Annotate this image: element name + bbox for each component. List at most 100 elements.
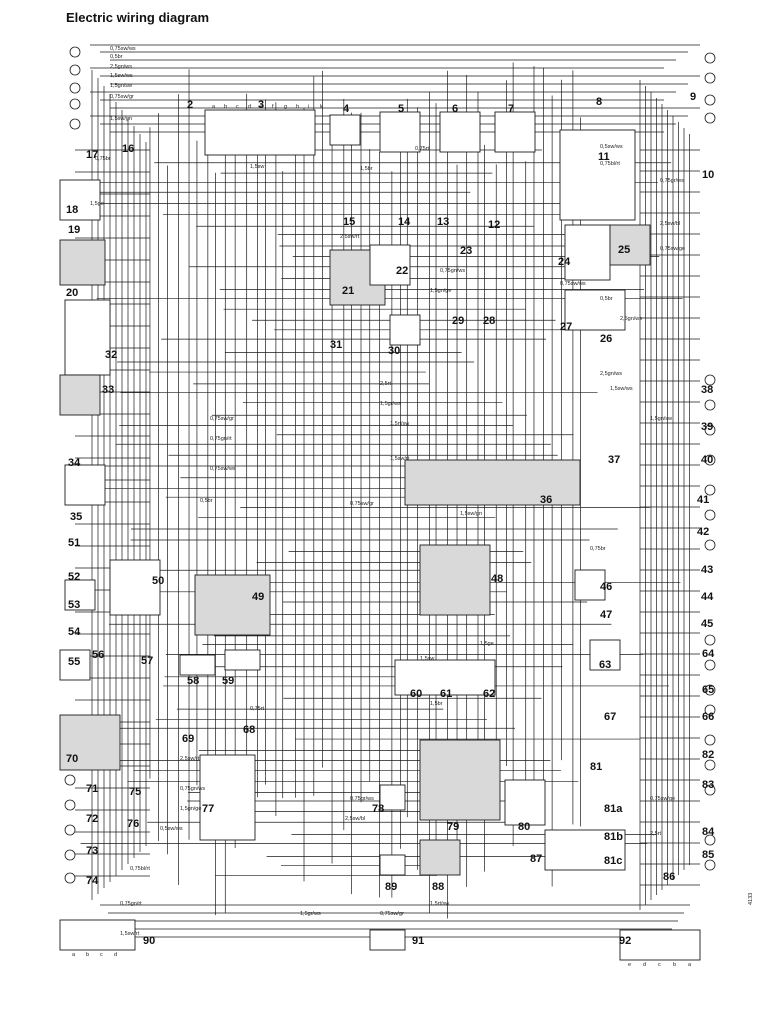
component-number: 37 [608, 454, 620, 466]
component-number: 84 [702, 826, 715, 838]
component-box [329, 114, 361, 146]
wire-label: 0,75bl/rt [600, 161, 620, 167]
wire-label: 1,5gr/ws [300, 911, 321, 917]
component-number: 89 [385, 881, 397, 893]
component-number: 9 [690, 91, 696, 103]
component-number: 59 [222, 675, 234, 687]
wire-label: 0,5sw/ws [160, 826, 183, 832]
component-number: 42 [697, 526, 709, 538]
component-box [204, 109, 316, 156]
wire-label: 1,5sw [250, 164, 264, 170]
connector-letter: g [284, 104, 287, 110]
component-number: 67 [604, 711, 616, 723]
component-number: 83 [702, 779, 714, 791]
connector-letter: b [224, 104, 227, 110]
connector-letter: e [260, 104, 263, 110]
lamp-symbol [704, 454, 716, 466]
component-number: 41 [697, 494, 709, 506]
side-code: 4133 [748, 893, 754, 905]
component-box [109, 559, 161, 616]
component-number: 58 [187, 675, 199, 687]
wire-label: 0,75br [590, 546, 606, 552]
component-number: 13 [437, 216, 449, 228]
component-number: 30 [388, 345, 400, 357]
component-box [379, 854, 406, 876]
component-box [199, 754, 256, 841]
wire-label: 1,5gr/ws [380, 401, 401, 407]
component-number: 49 [252, 591, 264, 603]
component-number: 68 [243, 724, 255, 736]
lamp-symbol [704, 684, 716, 696]
component-number: 40 [701, 454, 713, 466]
component-number: 29 [452, 315, 464, 327]
component-number: 27 [560, 321, 572, 333]
wire-label: 1,5sw [420, 656, 434, 662]
wire-label: 0,75bl/rt [130, 866, 150, 872]
component-number: 79 [447, 821, 459, 833]
lamp-symbol [704, 734, 716, 746]
wire-label: 0,75gn/rt [210, 436, 232, 442]
component-number: 32 [105, 349, 117, 361]
wire-label: 0,75sw/gr [110, 94, 134, 100]
wire-label: 1,5sw/gn [110, 116, 132, 122]
wire-label: 0,75gr/ws [350, 796, 374, 802]
component-number: 91 [412, 935, 424, 947]
component-number: 76 [127, 818, 139, 830]
component-number: 19 [68, 224, 80, 236]
lamp-symbol [704, 94, 716, 106]
component-box [59, 179, 101, 221]
component-box [379, 111, 421, 153]
wire-label: 1,5sw/rt [390, 456, 410, 462]
component-number: 14 [398, 216, 411, 228]
wire-label: 0,5sw/ws [600, 144, 623, 150]
component-box [589, 639, 621, 671]
component-number: 44 [701, 591, 714, 603]
component-number: 90 [143, 935, 155, 947]
wire-label: 1,5br [360, 166, 373, 172]
component-number: 15 [343, 216, 355, 228]
component-number: 57 [141, 655, 153, 667]
wire-label: 0,75gn/ws [180, 786, 205, 792]
wire-label: 1,5gn/sw [110, 83, 132, 89]
component-box [419, 839, 461, 876]
lamp-symbol [704, 484, 716, 496]
wire-label: 0,75sw/ws [560, 281, 586, 287]
plug-pin-label: e [628, 962, 631, 968]
component-number: 50 [152, 575, 164, 587]
wire-label: 0,75gn/rt [120, 901, 142, 907]
component-number: 26 [600, 333, 612, 345]
lamp-symbol [69, 82, 81, 94]
component-number: 82 [702, 749, 714, 761]
wire-label: 0,75br [95, 156, 111, 162]
connector-letter: c [236, 104, 239, 110]
plug-pin-label: c [100, 952, 103, 958]
component-blocks [59, 46, 716, 961]
wire-label: 1,5ge [480, 641, 494, 647]
component-box [564, 289, 626, 331]
component-box [224, 649, 261, 671]
wire-label: 2,5sw/bl [660, 221, 680, 227]
component-number: 48 [491, 573, 503, 585]
page-title: Electric wiring diagram [66, 10, 210, 25]
component-number: 85 [702, 849, 714, 861]
component-number: 28 [483, 315, 495, 327]
lamp-symbol [64, 774, 76, 786]
wire-label: 0,75sw/gr [350, 501, 374, 507]
lamp-symbol [69, 118, 81, 130]
component-number: 36 [540, 494, 552, 506]
component-box [59, 919, 136, 951]
component-box [439, 111, 481, 153]
component-number: 4 [343, 103, 350, 115]
component-box [64, 299, 111, 376]
component-number: 64 [702, 648, 715, 660]
wire-label: 1,5gn/sw [650, 416, 672, 422]
lamp-symbol [64, 872, 76, 884]
lamp-symbol [704, 424, 716, 436]
wire-label: 2,5sw/rt [340, 234, 360, 240]
lamp-symbol [64, 799, 76, 811]
component-number: 11 [598, 151, 610, 163]
plug-pin-label: c [658, 962, 661, 968]
wire-label: 1,5rt/sw [430, 901, 449, 907]
wire-label: 0,75sw/ws [110, 46, 136, 52]
